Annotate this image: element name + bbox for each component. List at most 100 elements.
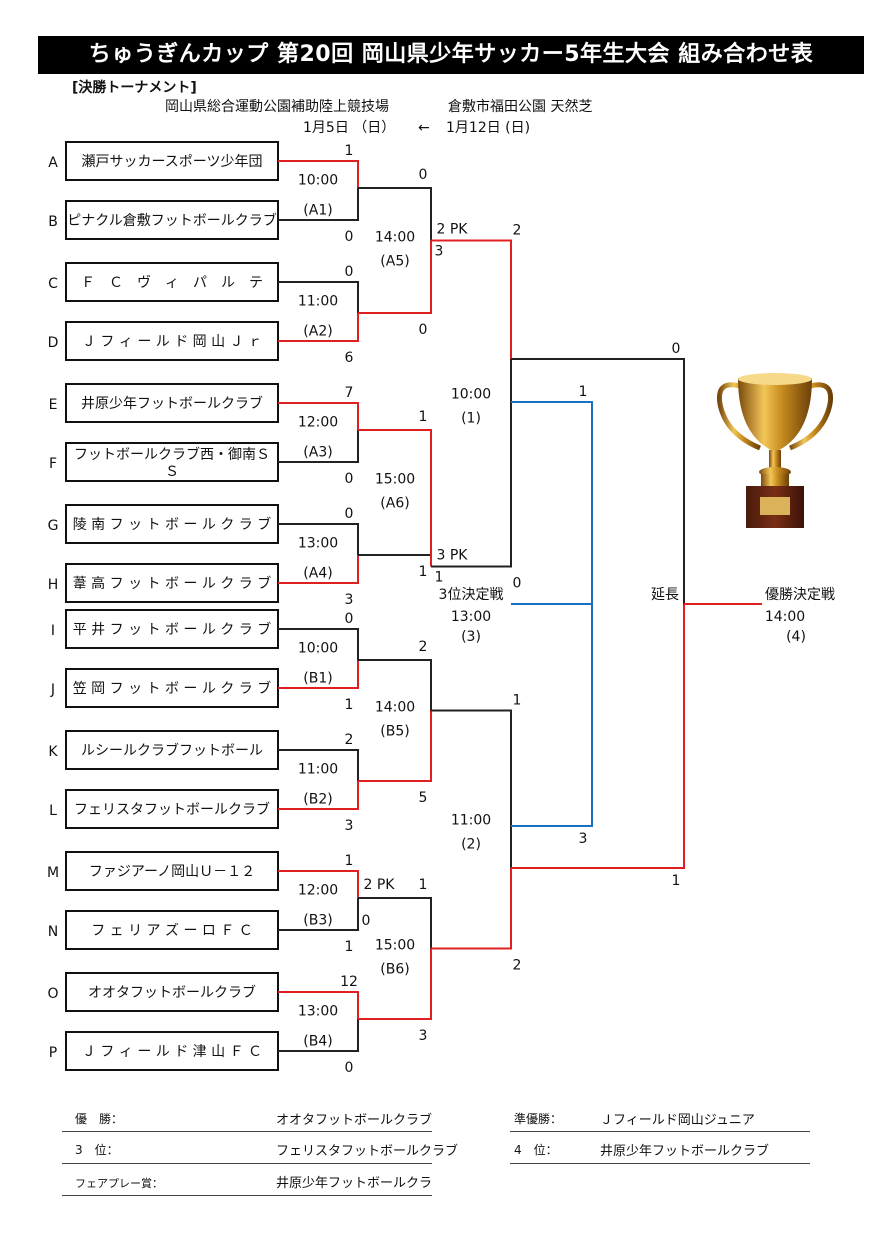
match-code: (B2) [303, 792, 332, 808]
match-labels: 10:00(A1)1011:00(A2)0612:00(A3)7013:00(A… [298, 143, 835, 1076]
section-label: [決勝トーナメント] [72, 79, 197, 96]
score: 0 [345, 264, 354, 280]
score: 3 [579, 831, 588, 847]
score: 1 [345, 853, 354, 869]
match-code: (3) [461, 629, 481, 645]
bracket-line [358, 240, 432, 314]
runnerup-value: Ｊフィールド岡山ジュニア [600, 1113, 755, 1128]
bracket-line [358, 948, 432, 1020]
pk-score: 1 [435, 570, 444, 586]
match-code: (A4) [303, 566, 332, 582]
bracket-line [358, 240, 432, 314]
arrow-left-icon: ← [418, 120, 430, 136]
fourth-label: 4 位： [514, 1143, 558, 1157]
bracket-line [278, 870, 359, 898]
bracket-line [358, 897, 432, 949]
third-place-label: 3位決定戦 [439, 587, 504, 603]
venue-1: 岡山県総合運動公園補助陸上競技場 [165, 99, 389, 115]
match-time: 12:00 [298, 883, 338, 899]
team-name: 井原少年フットボールクラブ [81, 395, 263, 412]
match-code: (A1) [303, 203, 332, 219]
team-box [65, 789, 279, 829]
bracket-line [358, 429, 432, 567]
bracket-line [278, 313, 359, 342]
champion-value: オオタフットボールクラブ [276, 1113, 433, 1128]
team-box [65, 851, 279, 891]
score: 2 [513, 223, 522, 239]
team-box [65, 442, 279, 482]
bracket-line [278, 281, 359, 313]
bracket-line [278, 781, 359, 810]
team-name: 笠 岡 フ ッ ト ボ ー ル ク ラ ブ [73, 680, 272, 697]
title-bar: ちゅうぎんカップ 第20回 岡山県少年サッカー5年生大会 組み合わせ表 [38, 36, 864, 74]
match-time: 13:00 [298, 536, 338, 552]
team-letter: C [48, 276, 58, 292]
team-box [65, 910, 279, 950]
match-code: (A2) [303, 324, 332, 340]
score: 2 [419, 639, 428, 655]
team-letter: F [49, 456, 57, 472]
date-1: 1月5日 （日） [303, 120, 395, 136]
score: 7 [345, 385, 354, 401]
team-letter: A [48, 155, 58, 171]
team-letter: P [49, 1045, 57, 1061]
match-code: (4) [786, 629, 806, 645]
team-box [65, 383, 279, 423]
team-name: ファジアーノ岡山Ｕ－１２ [89, 864, 255, 880]
score: 0 [419, 322, 428, 338]
team-name: Ｊ フ ィ ー ル ド 岡 山 Ｊ ｒ [82, 334, 262, 350]
pk-score: 2 PK [364, 877, 396, 893]
third-label: 3 位： [75, 1143, 119, 1157]
bracket-line [358, 187, 432, 241]
team-box [65, 563, 279, 603]
match-code: (A3) [303, 445, 332, 461]
team-name: フットボールクラブ西・御南Ｓ [74, 446, 270, 463]
fairplay-value: 井原少年フットボールクラ [276, 1176, 433, 1191]
team-name: 瀬戸サッカースポーツ少年団 [81, 154, 262, 170]
score: 0 [672, 341, 681, 357]
team-name: オオタフットボールクラブ [88, 984, 256, 1001]
date-2: 1月12日 (日) [446, 120, 530, 136]
team-name: ピナクル倉敷フットボールクラブ [67, 212, 277, 229]
team-name: フ ェ リ ア ズ ー ロ Ｆ Ｃ [91, 923, 253, 939]
bracket-line [431, 359, 512, 568]
team-name: Ｊ フ ィ ー ル ド 津 山 Ｆ Ｃ [82, 1044, 262, 1060]
fourth-value: 井原少年フットボールクラブ [600, 1144, 770, 1159]
final-label: 優勝決定戦 [765, 587, 835, 603]
match-code: (B1) [303, 671, 332, 687]
team-name: 平 井 フ ッ ト ボ ー ル ク ラ ブ [73, 621, 272, 638]
team-name: Ｆ Ｃ ヴ ィ パ ル テ [81, 274, 263, 291]
match-code: (B3) [303, 913, 332, 929]
pk-score: 3 PK [437, 548, 469, 564]
bracket-line [358, 659, 432, 711]
score: 0 [345, 506, 354, 522]
team-name: 陵 南 フ ッ ト ボ ー ル ク ラ ブ [73, 516, 272, 533]
score: 1 [672, 873, 681, 889]
page-title: ちゅうぎんカップ 第20回 岡山県少年サッカー5年生大会 組み合わせ表 [88, 42, 814, 67]
score: 0 [513, 576, 522, 592]
pk-score: 3 [435, 244, 444, 260]
team-box [65, 504, 279, 544]
final-line [511, 604, 685, 869]
match-time: 10:00 [451, 387, 491, 403]
team-name: ルシールクラブフットボール [81, 742, 263, 759]
bracket-line [278, 555, 359, 584]
divider [62, 1195, 432, 1196]
match-time: 12:00 [298, 415, 338, 431]
bracket-line [278, 660, 359, 689]
bracket-line [278, 160, 359, 188]
match-time: 10:00 [298, 173, 338, 189]
score: 1 [419, 877, 428, 893]
match-time: 11:00 [298, 762, 338, 778]
team-box [65, 609, 279, 649]
match-code: (A6) [380, 496, 409, 512]
bracket-line [431, 239, 512, 359]
divider [510, 1163, 810, 1164]
team-box [65, 141, 279, 181]
third-value: フェリスタフットボールクラブ [276, 1144, 459, 1159]
match-time: 11:00 [298, 294, 338, 310]
pk-score: 2 PK [437, 222, 469, 238]
bracket-line [278, 749, 359, 781]
team-letter: G [48, 518, 59, 534]
bracket-line [278, 430, 359, 463]
